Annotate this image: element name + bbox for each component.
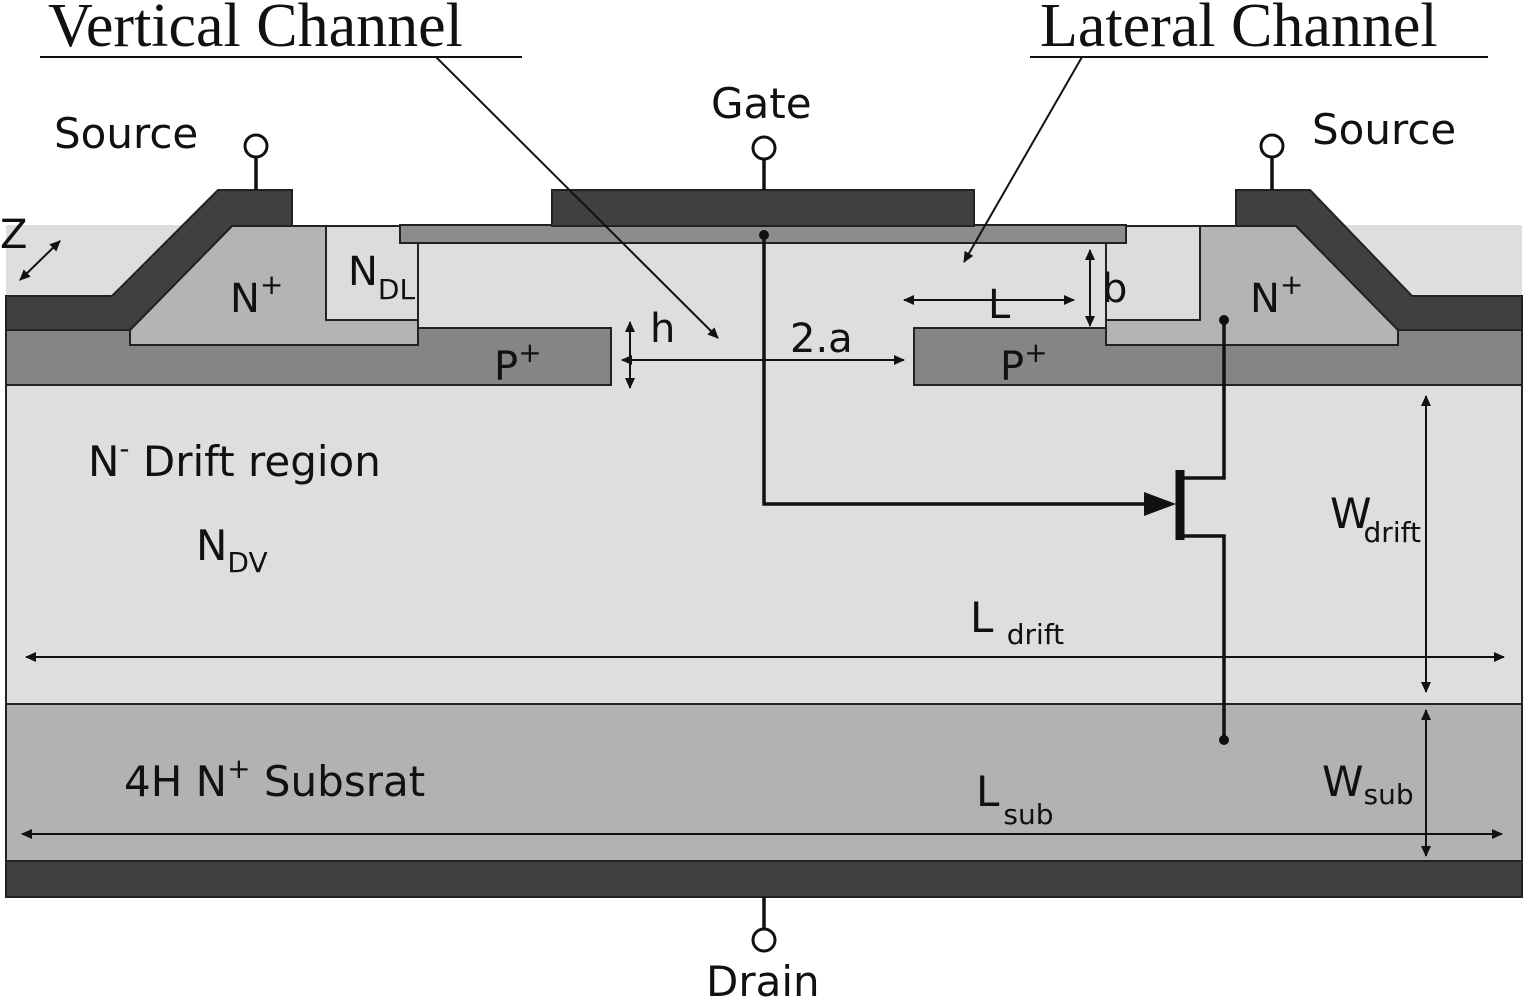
substrate-label: 4H N+ Subsrat [124, 752, 425, 806]
p-plus-right-label: P+ [1000, 336, 1048, 390]
source-left-label: Source [54, 109, 198, 158]
n-dl-label: NDL [348, 249, 415, 306]
l-label: L [988, 282, 1011, 328]
vertical-channel-pointer [435, 56, 719, 339]
source-right-label: Source [1312, 105, 1456, 154]
z-axis-label: Z [0, 212, 27, 258]
n-dv-label: NDV [196, 521, 268, 579]
lateral-channel-pointer [963, 56, 1083, 263]
source-right-terminal[interactable] [1259, 133, 1285, 159]
two-a-label: 2.a [790, 316, 853, 362]
source-metal-right [1235, 189, 1523, 331]
lateral-channel-title: Lateral Channel [1040, 0, 1438, 60]
drift-region-label: N- Drift region [88, 432, 381, 486]
drain-metal [5, 860, 1523, 898]
w-sub-label: Wsub [1322, 757, 1414, 811]
drain-label: Drain [706, 957, 820, 1000]
w-drift-label: Wdrift [1330, 489, 1421, 549]
drain-terminal[interactable] [751, 927, 777, 953]
l-drift-label: L drift [970, 593, 1064, 651]
z-axis-arrow [19, 240, 61, 281]
source-left-terminal[interactable] [243, 133, 269, 159]
h-label: h [650, 306, 675, 352]
gate-label: Gate [711, 79, 812, 128]
b-label: b [1102, 266, 1127, 312]
jfet-gate-arrow [1144, 492, 1176, 516]
n-plus-right-label: N+ [1250, 268, 1303, 322]
p-body-right [913, 327, 1523, 386]
p-plus-left-label: P+ [494, 336, 542, 390]
vertical-channel-title: Vertical Channel [48, 0, 463, 60]
gate-terminal[interactable] [751, 135, 777, 161]
drain-node-dot [1219, 735, 1229, 745]
source-metal-left [5, 189, 293, 331]
gate-metal [551, 189, 975, 227]
source-node-dot [1219, 315, 1229, 325]
n-plus-left-label: N+ [230, 268, 283, 322]
